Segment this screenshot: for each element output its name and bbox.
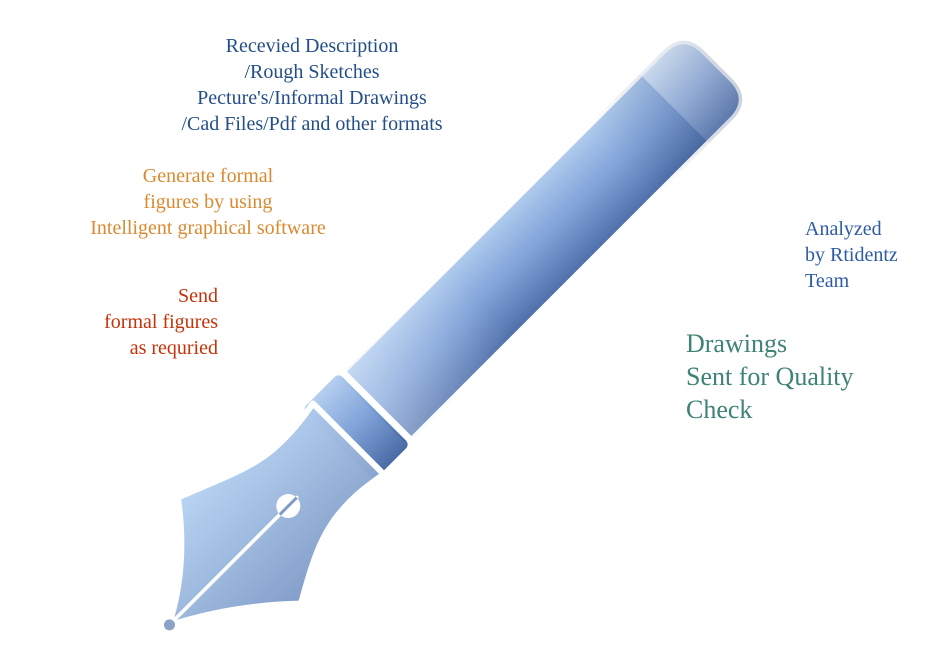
pen-nib-slit	[169, 495, 299, 626]
step-02-line-3: Team	[805, 270, 850, 292]
pen-breather-hole-slash	[278, 496, 298, 516]
step-04-line-2: Sent for Quality	[686, 362, 854, 391]
step-01-line-1: Recevied Description	[225, 35, 399, 57]
step-01-line-2: /Rough Sketches	[244, 61, 380, 83]
step-number-02: 02	[661, 224, 713, 273]
step-01-line-3: Pecture's/Informal Drawings	[197, 87, 427, 109]
step-number-05: 05	[309, 296, 361, 345]
step-02-line-1: Analyzed	[805, 218, 882, 240]
step-05-line-1: Send	[178, 285, 218, 307]
step-04-description: Drawings Sent for Quality Check	[686, 327, 926, 426]
step-02-description: Analyzed by Rtidentz Team	[805, 216, 950, 294]
step-05-line-3: as requried	[129, 337, 218, 359]
step-03-line-3: Intelligent graphical software	[90, 217, 326, 239]
step-03-line-2: figures by using	[143, 191, 273, 213]
step-04-line-3: Check	[686, 395, 753, 424]
step-05-line-2: formal figures	[104, 311, 218, 333]
pen-tip-dot	[163, 619, 175, 631]
step-05-description: Send formal figures as requried	[58, 283, 218, 361]
pen-cap-end	[639, 40, 743, 144]
step-01-description: Recevied Description /Rough Sketches Pec…	[150, 33, 474, 137]
fountain-pen-illustration	[163, 37, 746, 631]
step-number-01: 01	[521, 50, 573, 99]
step-04-line-1: Drawings	[686, 329, 788, 358]
step-01-line-4: /Cad Files/Pdf and other formats	[181, 113, 443, 135]
step-03-line-1: Generate formal	[142, 165, 274, 187]
step-number-03: 03	[420, 173, 472, 222]
step-03-description: Generate formal figures by using Intelli…	[76, 163, 340, 241]
step-02-line-2: by Rtidentz	[805, 244, 898, 266]
pen-barrel-sheen	[335, 40, 743, 448]
step-number-04: 04	[542, 342, 594, 391]
